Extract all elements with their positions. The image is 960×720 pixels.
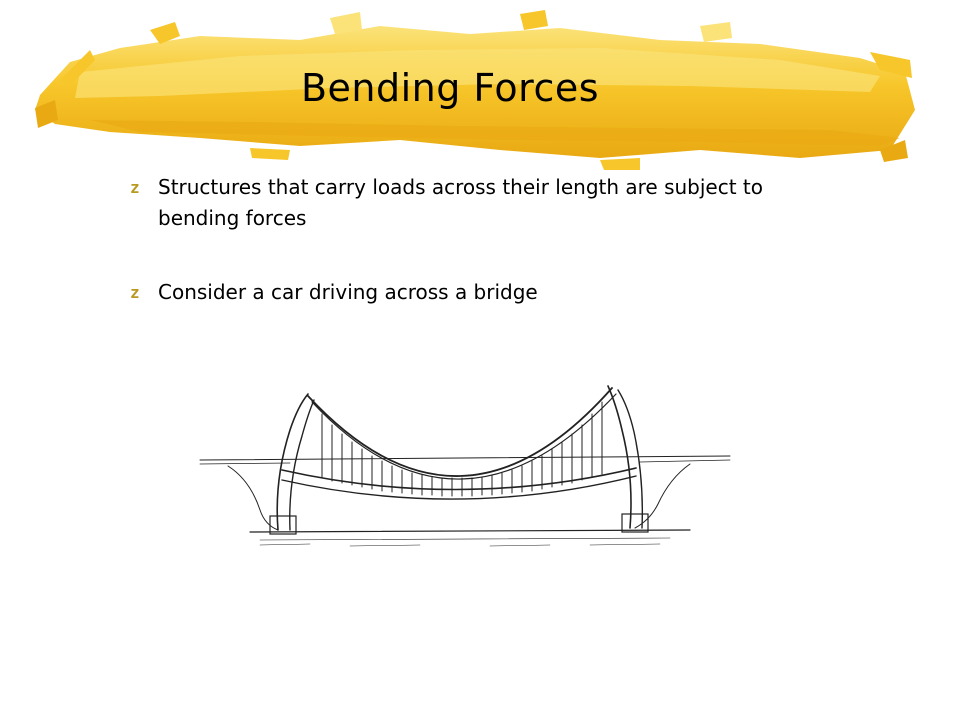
bullet-text: Consider a car driving across a bridge	[158, 280, 538, 304]
bullet-list: z Structures that carry loads across the…	[128, 172, 828, 351]
bullet-text: Structures that carry loads across their…	[158, 175, 764, 230]
bullet-marker: z	[130, 283, 140, 302]
bullet-marker: z	[130, 178, 140, 197]
suspension-bridge-illustration	[199, 385, 731, 547]
bullet-item: z Structures that carry loads across the…	[128, 172, 828, 234]
slide-title: Bending Forces	[300, 66, 600, 110]
title-brush-stroke	[35, 10, 915, 170]
bullet-item: z Consider a car driving across a bridge	[128, 277, 828, 308]
